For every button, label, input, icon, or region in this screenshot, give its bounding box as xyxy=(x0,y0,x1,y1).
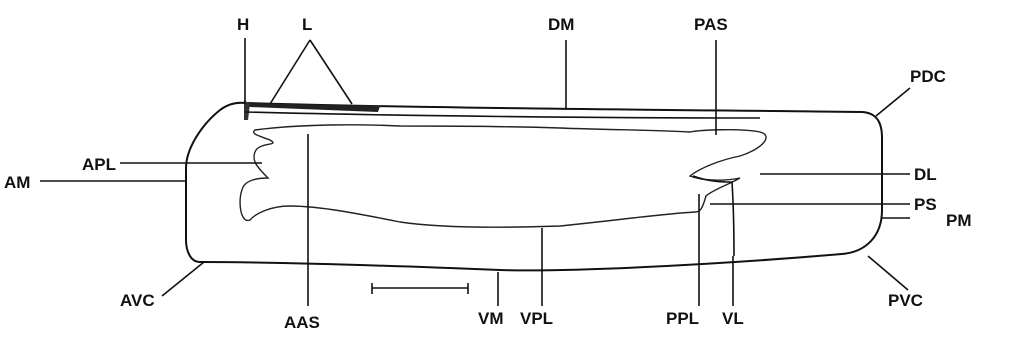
label-aas: AAS xyxy=(284,313,320,332)
label-h: H xyxy=(237,15,249,34)
label-ps: PS xyxy=(914,195,937,214)
label-vl: VL xyxy=(722,309,744,328)
label-ppl: PPL xyxy=(666,309,699,328)
label-vpl: VPL xyxy=(520,309,553,328)
label-pas: PAS xyxy=(694,15,728,34)
label-vm: VM xyxy=(478,309,504,328)
label-dl: DL xyxy=(914,165,937,184)
scale-bar xyxy=(372,283,468,294)
label-dm: DM xyxy=(548,15,574,34)
label-pdc: PDC xyxy=(910,67,946,86)
label-pm: PM xyxy=(946,211,972,230)
label-pvc: PVC xyxy=(888,291,923,310)
label-am: AM xyxy=(4,173,30,192)
label-apl: APL xyxy=(82,155,116,174)
label-l: L xyxy=(302,15,312,34)
label-avc: AVC xyxy=(120,291,155,310)
